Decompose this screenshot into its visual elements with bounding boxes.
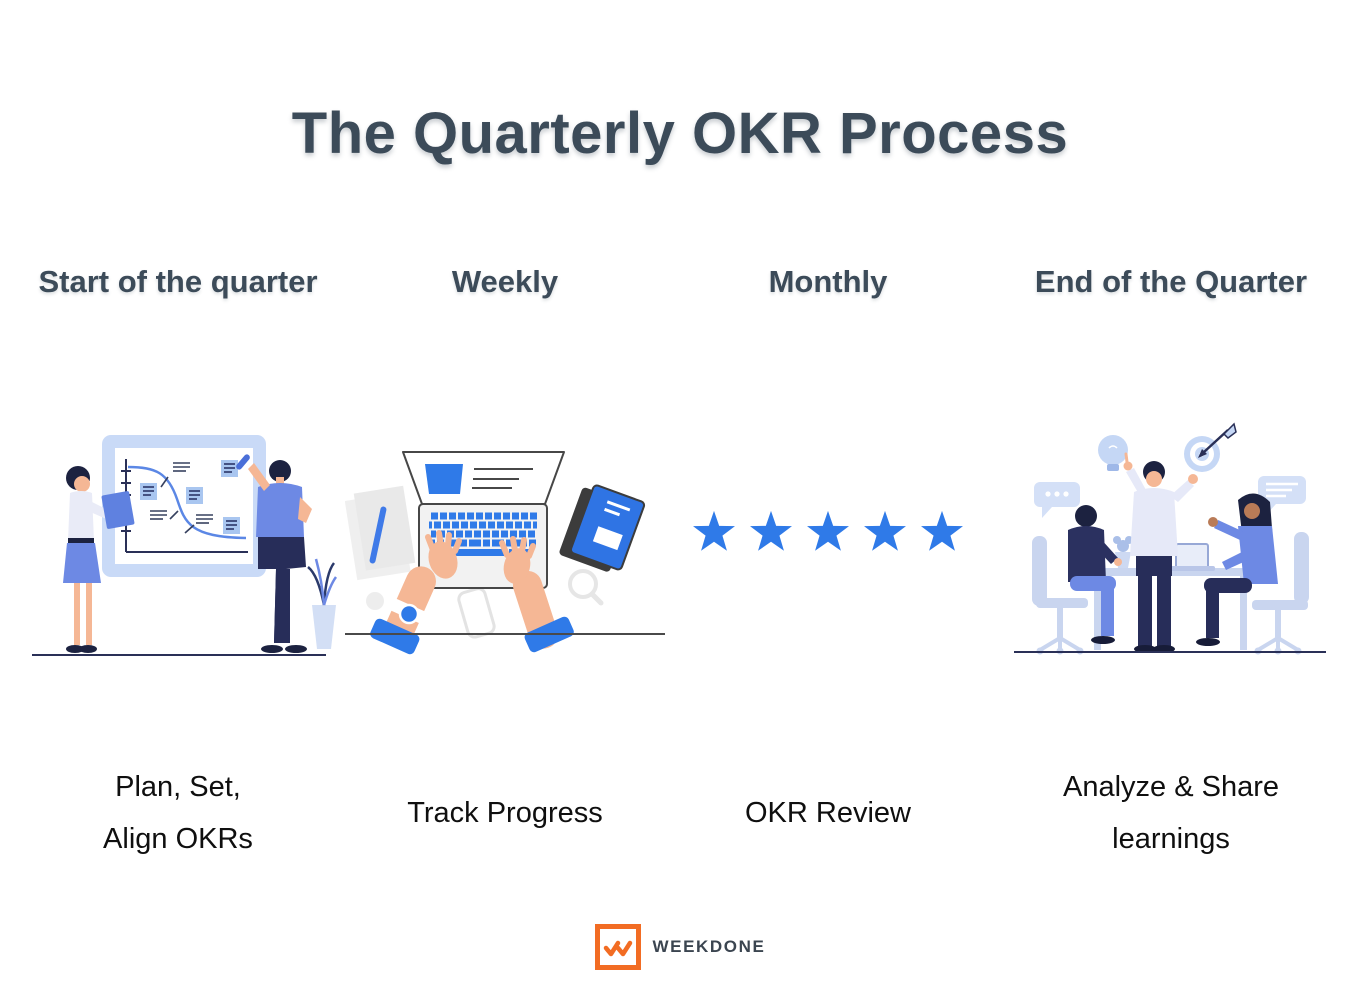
star-icon (693, 510, 735, 551)
illustration-wrapper (335, 410, 675, 670)
caption-line: Plan, Set, (115, 770, 241, 803)
column-monthly: Monthly OKR Review (658, 250, 998, 890)
column-end-of-quarter: End of the Quarter (1001, 250, 1341, 890)
brand-logo: WEEKDONE (0, 924, 1360, 970)
illustration-wrapper (1001, 410, 1341, 670)
column-start-of-quarter: Start of the quarter (8, 250, 348, 890)
team-meeting-discussion-illustration (1014, 422, 1326, 655)
page-title: The Quarterly OKR Process (291, 101, 1069, 166)
brand-name: WEEKDONE (652, 937, 766, 956)
caption-line: OKR Review (745, 796, 911, 829)
star-icon (864, 510, 906, 551)
star-icon (921, 510, 963, 551)
star-icon (807, 510, 849, 551)
double-checkmark-icon (594, 924, 641, 970)
column-weekly: Weekly (335, 250, 675, 890)
people-planning-at-whiteboard-illustration (32, 435, 338, 656)
column-header: End of the Quarter (1034, 264, 1308, 299)
column-header: Start of the quarter (38, 264, 318, 299)
column-header: Monthly (768, 264, 888, 299)
caption: Plan, Set, Align OKRs (8, 745, 348, 880)
caption-line: Track Progress (407, 796, 603, 829)
star-icon (750, 510, 792, 551)
caption-line: Analyze & Share (1062, 770, 1279, 803)
caption-line: learnings (1112, 822, 1230, 855)
hands-typing-on-laptop-illustration (345, 451, 665, 655)
illustration-wrapper (658, 410, 998, 670)
star-rating (691, 509, 965, 555)
illustration-wrapper (8, 410, 348, 670)
caption: Analyze & Share learnings (1001, 745, 1341, 880)
column-header: Weekly (451, 264, 559, 299)
caption-line: Align OKRs (103, 822, 253, 855)
caption: Track Progress (335, 745, 675, 880)
caption: OKR Review (658, 745, 998, 880)
